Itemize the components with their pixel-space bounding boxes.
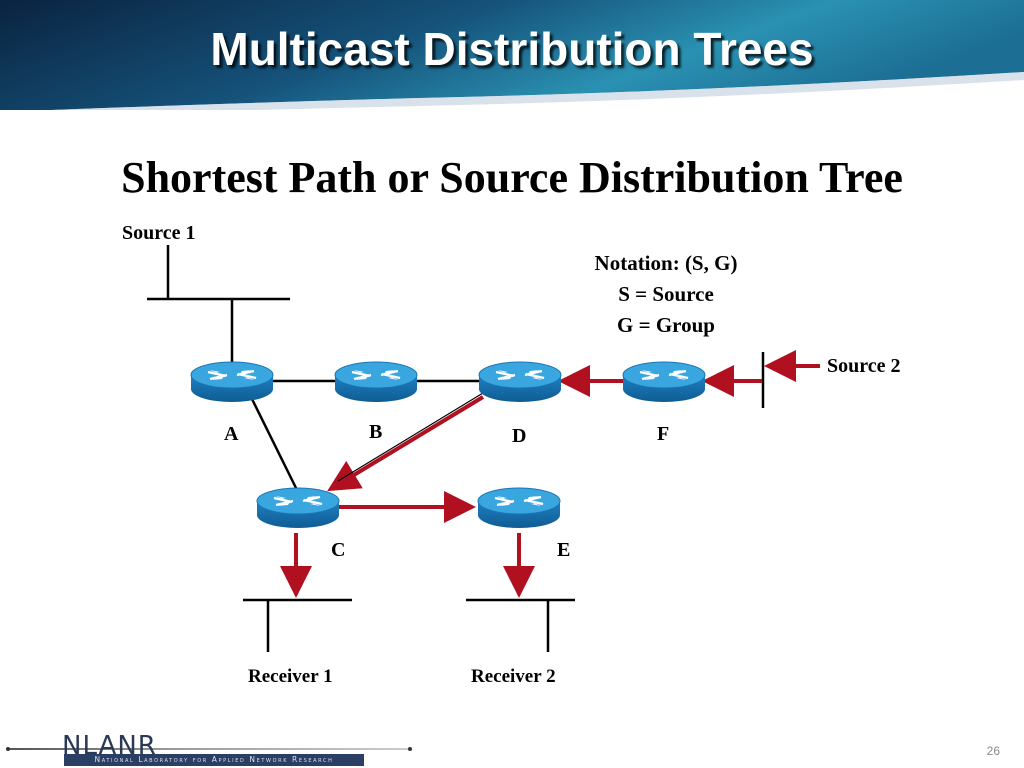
source-1-label: Source 1 xyxy=(122,222,196,244)
router-a-icon xyxy=(189,360,275,404)
page-title: Multicast Distribution Trees xyxy=(210,23,814,75)
banner-background xyxy=(0,0,1024,110)
distribution-tree xyxy=(280,350,820,598)
footer-rule xyxy=(6,747,412,751)
link-a-c xyxy=(248,394,299,491)
router-f-icon xyxy=(621,360,707,404)
notation-box: Notation: (S, G) S = Source G = Group xyxy=(560,248,772,341)
lab-name-banner: National Laboratory for Applied Network … xyxy=(64,754,364,766)
router-d-icon xyxy=(477,360,563,404)
network-links xyxy=(147,245,765,652)
notation-line-3: G = Group xyxy=(617,313,715,337)
link-d-c xyxy=(337,392,484,482)
receiver-1-label: Receiver 1 xyxy=(248,666,333,687)
router-e-icon xyxy=(476,486,562,530)
router-d-label: D xyxy=(512,425,527,447)
router-f-label: F xyxy=(657,423,670,445)
router-e-label: E xyxy=(557,539,571,561)
router-b-label: B xyxy=(369,421,383,443)
router-c-icon xyxy=(255,486,341,530)
receiver-2-label: Receiver 2 xyxy=(471,666,556,687)
router-b-icon xyxy=(333,360,419,404)
router-a-label: A xyxy=(224,423,239,445)
source-2-label: Source 2 xyxy=(827,355,901,377)
title-banner xyxy=(0,0,1024,110)
diagram-subtitle: Shortest Path or Source Distribution Tre… xyxy=(121,153,903,202)
page-number: 26 xyxy=(986,744,1000,758)
notation-line-1: Notation: (S, G) xyxy=(594,251,738,275)
router-c-label: C xyxy=(331,539,346,561)
arrow-d-to-c xyxy=(327,395,485,492)
notation-line-2: S = Source xyxy=(618,282,714,306)
